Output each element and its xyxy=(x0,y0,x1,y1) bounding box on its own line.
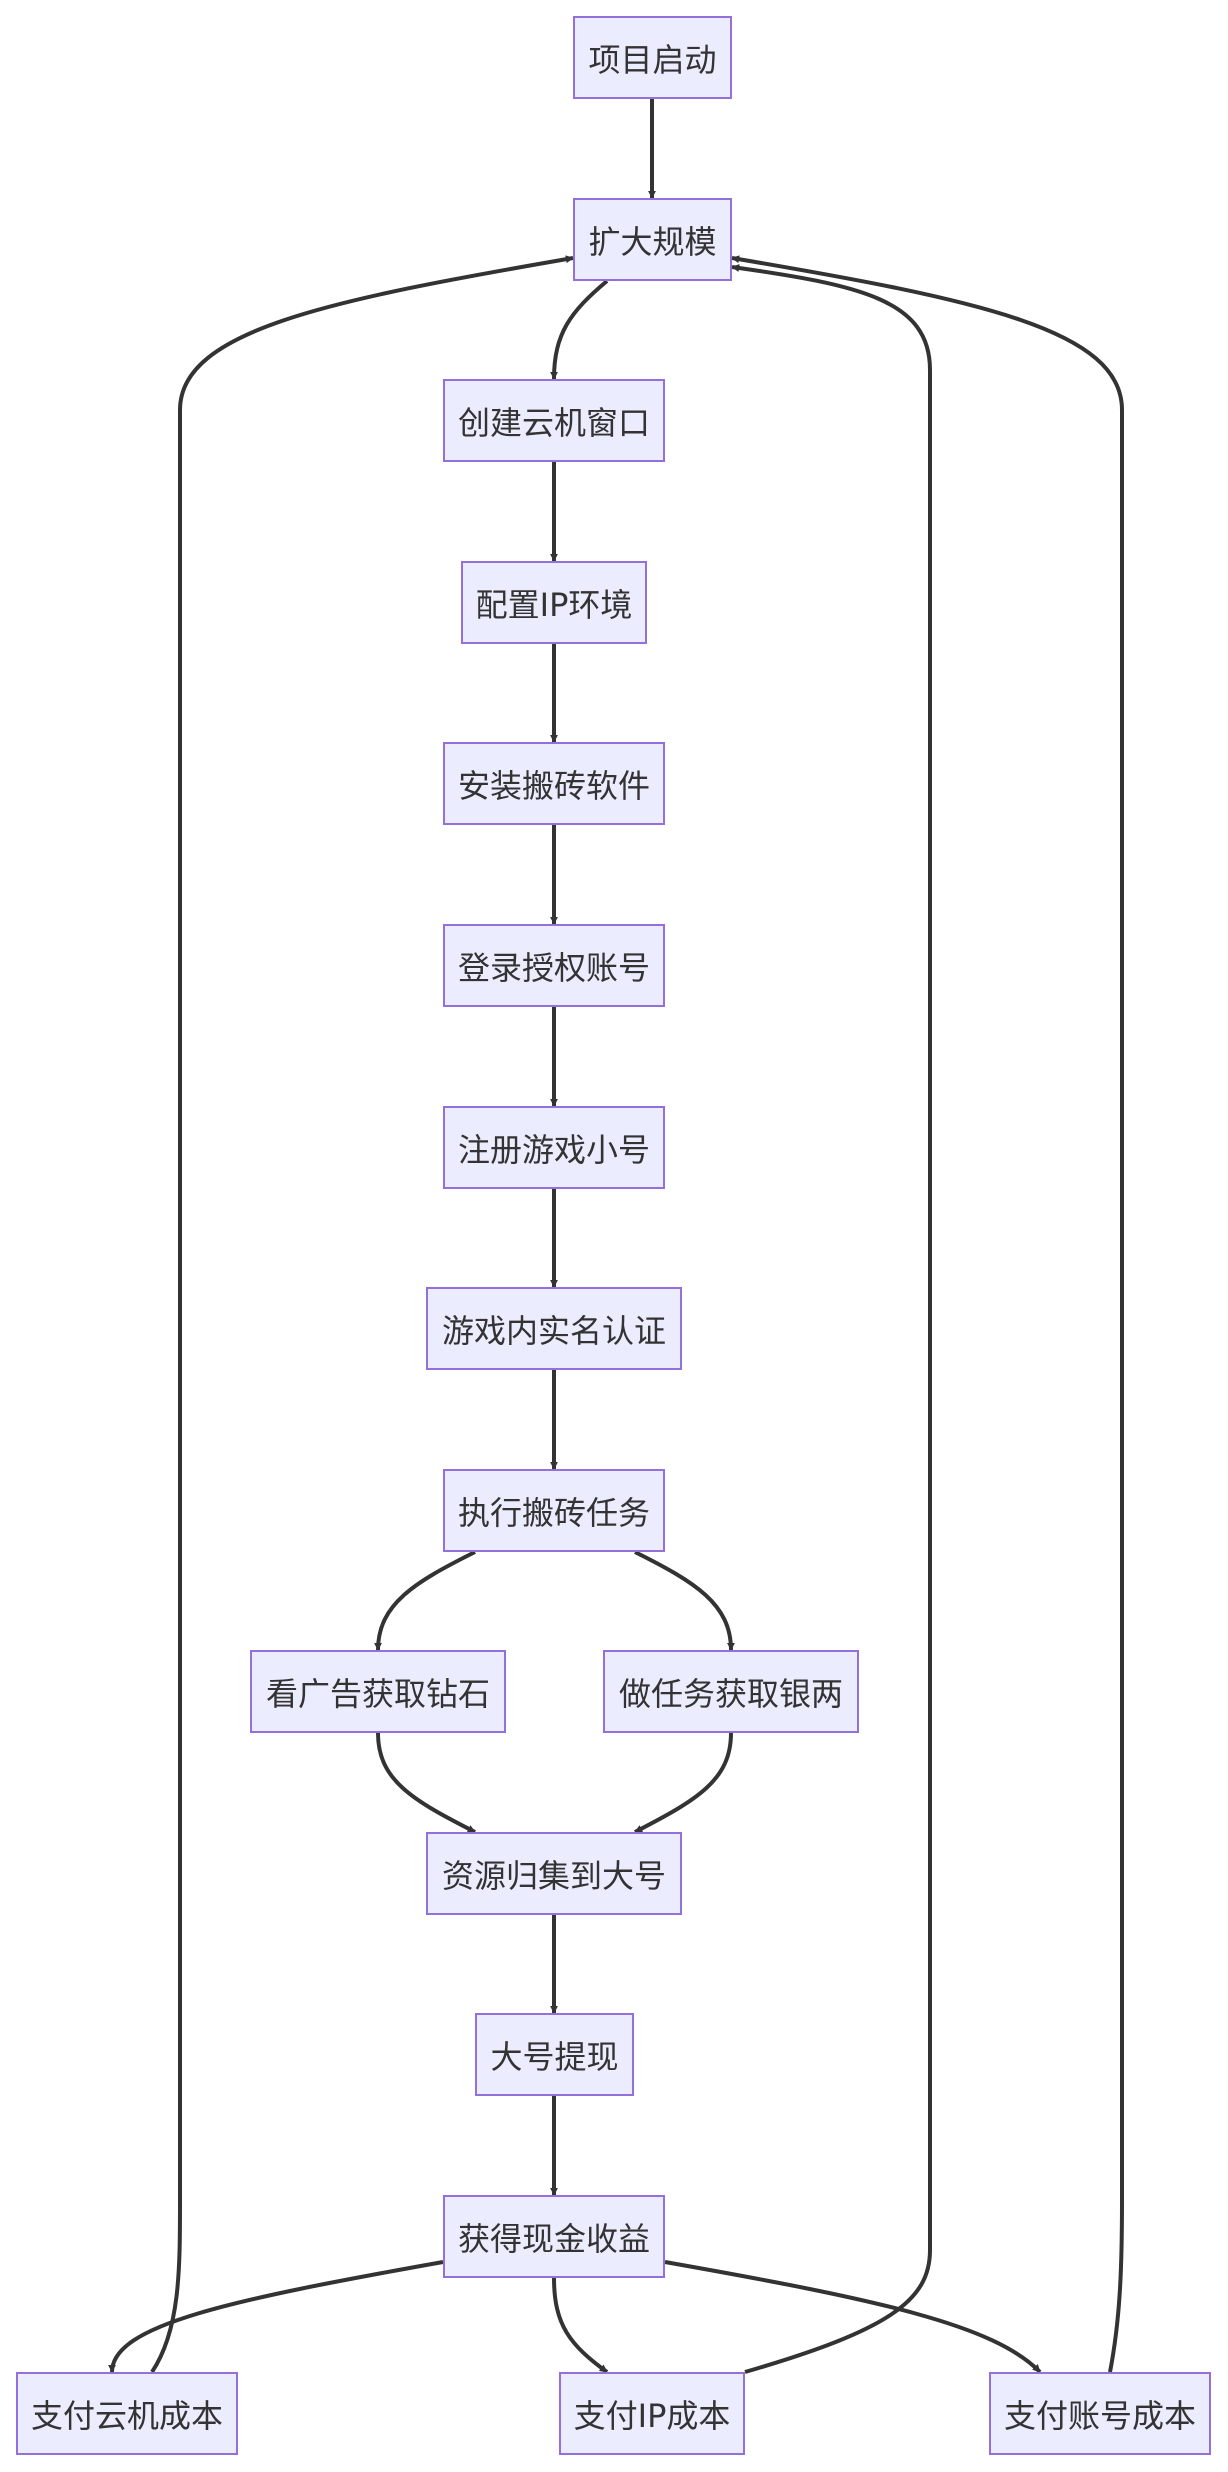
edge-pay-account-to-scale xyxy=(731,255,1124,2373)
node-label: 创建云机窗口 xyxy=(457,403,650,442)
node-label: 资源归集到大号 xyxy=(441,1856,666,1895)
node-label: 支付云机成本 xyxy=(30,2396,223,2435)
node-label: 支付账号成本 xyxy=(1003,2396,1196,2435)
node-label: 游戏内实名认证 xyxy=(441,1311,666,1350)
node-project-start: 项目启动 xyxy=(573,16,732,99)
node-register-alt-account: 注册游戏小号 xyxy=(443,1106,665,1189)
edge-ads-to-collect xyxy=(376,1732,476,1834)
node-label: 看广告获取钻石 xyxy=(265,1674,490,1713)
edge-pay-ip-to-scale xyxy=(731,264,932,2374)
edge-income-to-pay-account xyxy=(664,2260,1042,2374)
node-scale-up: 扩大规模 xyxy=(573,198,732,281)
node-label: 注册游戏小号 xyxy=(457,1130,650,1169)
node-label: 扩大规模 xyxy=(588,222,717,261)
edge-silver-to-collect xyxy=(634,1732,733,1834)
node-label: 安装搬砖软件 xyxy=(457,766,650,805)
node-label: 支付IP成本 xyxy=(573,2396,731,2435)
node-label: 做任务获取银两 xyxy=(618,1674,843,1713)
edge-pay-cloud-to-scale xyxy=(150,255,574,2374)
node-withdraw: 大号提现 xyxy=(475,2013,634,2096)
node-configure-ip: 配置IP环境 xyxy=(461,561,647,644)
node-label: 项目启动 xyxy=(588,40,717,79)
node-label: 获得现金收益 xyxy=(457,2219,650,2258)
edge-income-to-pay-cloud xyxy=(108,2260,444,2373)
node-create-cloud-window: 创建云机窗口 xyxy=(443,379,665,462)
node-label: 登录授权账号 xyxy=(457,948,650,987)
edge-task-to-silver xyxy=(634,1550,735,1651)
edge-scale-to-cloud xyxy=(550,279,609,380)
edge-task-to-ads xyxy=(374,1550,476,1651)
node-label: 执行搬砖任务 xyxy=(457,1493,650,1532)
node-pay-account-cost: 支付账号成本 xyxy=(989,2372,1211,2455)
edge-income-to-pay-ip xyxy=(552,2277,609,2374)
node-collect-resources: 资源归集到大号 xyxy=(426,1832,682,1915)
node-label: 大号提现 xyxy=(490,2037,619,2076)
node-pay-ip-cost: 支付IP成本 xyxy=(559,2372,745,2455)
node-pay-cloud-cost: 支付云机成本 xyxy=(16,2372,238,2455)
node-cash-income: 获得现金收益 xyxy=(443,2195,665,2278)
node-realname-verify: 游戏内实名认证 xyxy=(426,1287,682,1370)
node-login-account: 登录授权账号 xyxy=(443,924,665,1007)
node-do-tasks-silver: 做任务获取银两 xyxy=(603,1650,859,1733)
node-run-task: 执行搬砖任务 xyxy=(443,1469,665,1552)
node-watch-ads: 看广告获取钻石 xyxy=(250,1650,506,1733)
node-label: 配置IP环境 xyxy=(475,585,633,624)
node-install-software: 安装搬砖软件 xyxy=(443,742,665,825)
